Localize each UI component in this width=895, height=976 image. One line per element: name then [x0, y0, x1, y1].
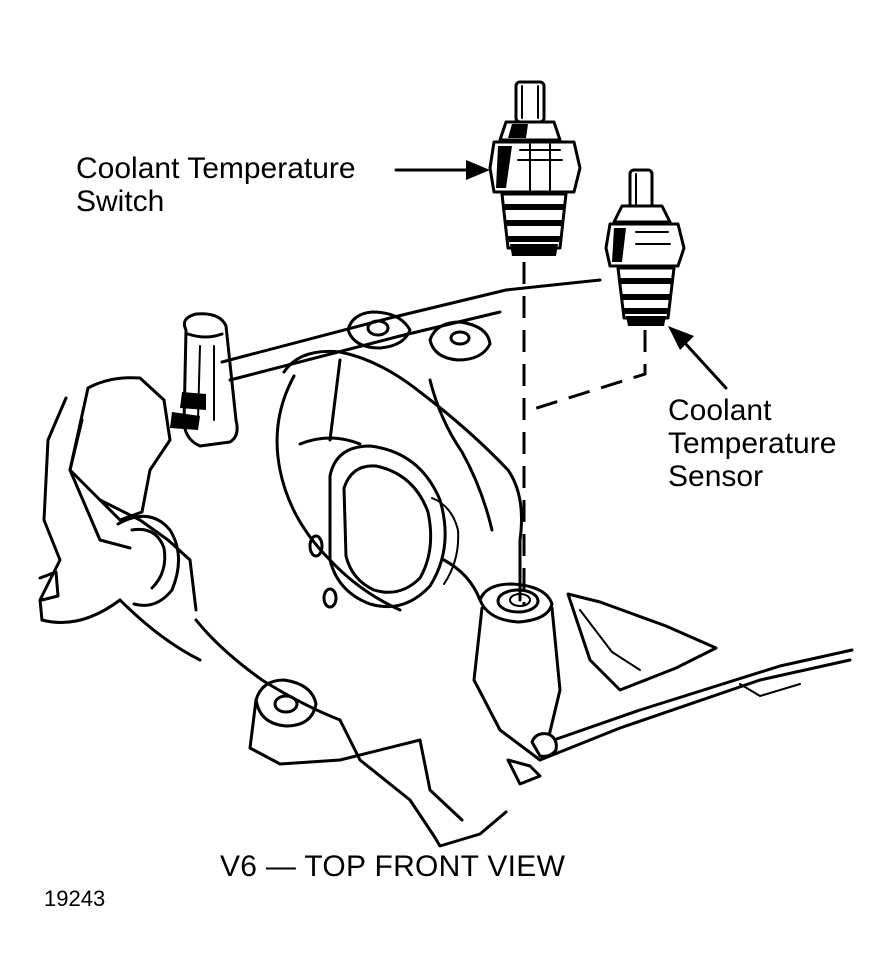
coolant-temperature-sensor [604, 168, 686, 326]
sensor-leader-arrow [668, 326, 728, 390]
switch-label-line1: Coolant Temperature [76, 152, 356, 185]
sensor-label-line3: Sensor [668, 460, 764, 493]
installation-dashed-lines [522, 262, 647, 606]
sensor-label-line1: Coolant [668, 394, 772, 427]
engine-block-outline [38, 278, 854, 848]
coolant-temperature-switch [488, 80, 582, 256]
view-caption: V6 — TOP FRONT VIEW [220, 850, 566, 883]
switch-label-line2: Switch [76, 185, 165, 218]
switch-leader-arrow [394, 160, 490, 180]
figure-number: 19243 [44, 886, 106, 911]
sensor-label-line2: Temperature [668, 427, 837, 460]
